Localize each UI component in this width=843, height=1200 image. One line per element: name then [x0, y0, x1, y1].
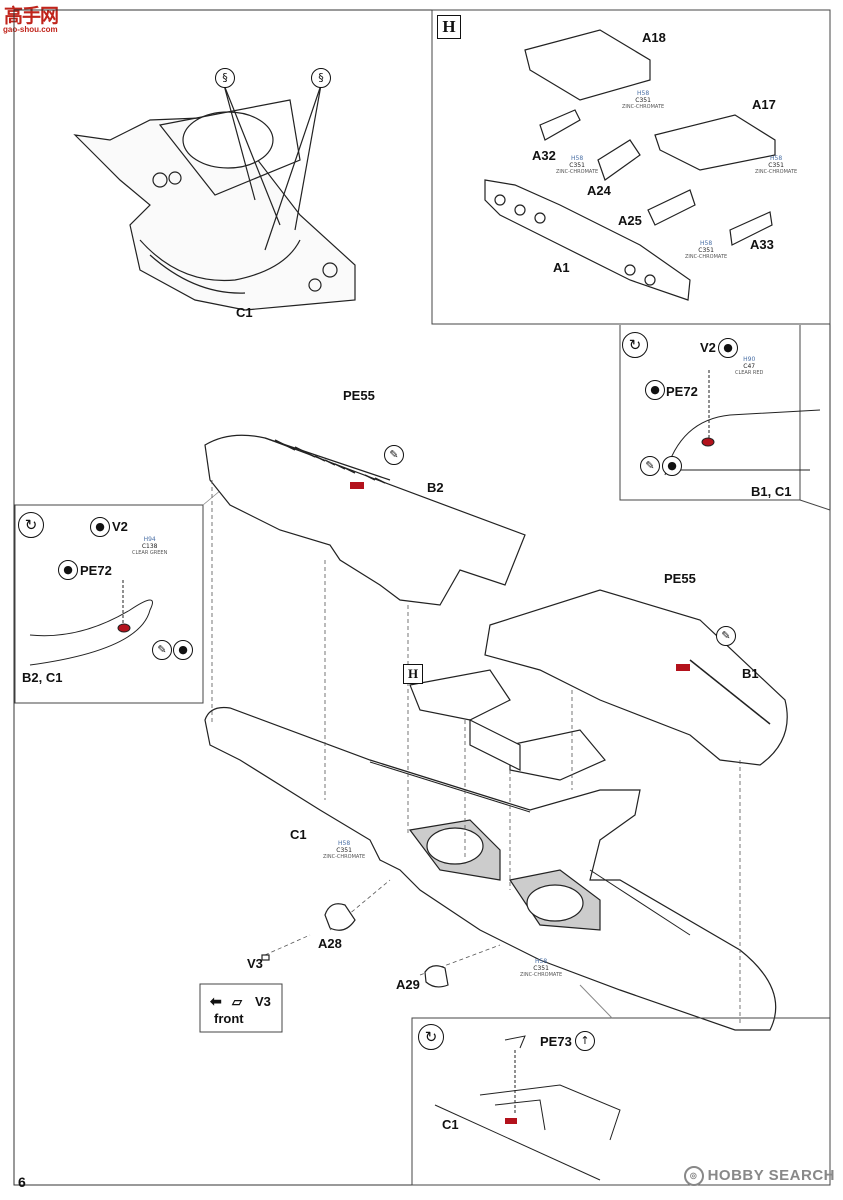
canopy-left-detail: [29, 580, 153, 666]
label-c1-top: C1: [236, 305, 253, 320]
label-b1c1: B1, C1: [751, 484, 792, 499]
glue-icon: ●: [645, 380, 665, 400]
logo-url: gao-shou.com: [3, 25, 58, 34]
label-a24: A24: [587, 183, 611, 198]
label-v3: V3: [247, 956, 263, 971]
pe73-detail: [434, 984, 621, 1181]
glue-icon: ●: [173, 640, 193, 660]
parts-a28-a29: [261, 903, 449, 988]
label-b2c1: B2, C1: [22, 670, 63, 685]
paint-note-zinc: H58 C351 ZINC-CHROMATE: [755, 155, 798, 175]
label-a17: A17: [752, 97, 776, 112]
page-number: 6: [18, 1174, 26, 1190]
label-a33: A33: [750, 237, 774, 252]
section-h-marker: H: [437, 15, 461, 39]
repeat-both-sides-icon: ↻: [18, 512, 44, 538]
paint-icon: ✎: [152, 640, 172, 660]
paint-note-zinc: H58 C351 ZINC-CHROMATE: [323, 840, 366, 860]
wing-b1: [484, 589, 788, 766]
glue-icon: ●: [58, 560, 78, 580]
label-v2-left: V2: [112, 519, 128, 534]
label-a29: A29: [396, 977, 420, 992]
glue-icon: ●: [718, 338, 738, 358]
label-c1-inset: C1: [442, 1117, 459, 1132]
arrow-left-icon: ⬅: [210, 993, 222, 1009]
section-h-parts: [484, 29, 776, 301]
label-b2: B2: [427, 480, 444, 495]
label-a1: A1: [553, 260, 570, 275]
label-c1-main: C1: [290, 827, 307, 842]
paint-note-zinc: H58 C351 ZINC-CHROMATE: [622, 90, 665, 110]
repeat-both-sides-icon: ↻: [418, 1024, 444, 1050]
repeat-both-sides-icon: ↻: [622, 332, 648, 358]
screw-icon: §: [215, 68, 235, 88]
label-pe55-left: PE55: [343, 388, 375, 403]
paint-note-clear-green: H94 C138 CLEAR GREEN: [132, 536, 168, 556]
hobby-search-icon: ◎: [683, 1166, 704, 1186]
label-pe72-right: PE72: [666, 384, 698, 399]
legend-front: front: [214, 1011, 244, 1026]
watermark: ◎HOBBY SEARCH: [683, 1166, 835, 1186]
v3-part-icon: ▱: [232, 994, 242, 1009]
section-h-inline-marker: H: [403, 664, 423, 684]
bend-icon: ↑: [575, 1031, 595, 1051]
label-pe72-left: PE72: [80, 563, 112, 578]
label-b1: B1: [742, 666, 759, 681]
wing-c1: [204, 669, 777, 1031]
paint-note-zinc: H58 C351 ZINC-CHROMATE: [556, 155, 599, 175]
wing-b2: [204, 434, 526, 606]
cockpit-floor-drawing: [73, 84, 356, 311]
paint-icon: ✎: [640, 456, 660, 476]
label-a28: A28: [318, 936, 342, 951]
paint-note-zinc: H58 C351 ZINC-CHROMATE: [520, 958, 563, 978]
glue-icon: ●: [90, 517, 110, 537]
legend-v3: V3: [255, 994, 271, 1009]
label-v2-right: V2: [700, 340, 716, 355]
label-pe73: PE73: [540, 1034, 572, 1049]
screw-icon: §: [311, 68, 331, 88]
label-a25: A25: [618, 213, 642, 228]
paint-note-clear-red: H90 C47 CLEAR RED: [735, 356, 764, 376]
label-a32: A32: [532, 148, 556, 163]
label-a18: A18: [642, 30, 666, 45]
paint-note-zinc: H58 C351 ZINC-CHROMATE: [685, 240, 728, 260]
glue-icon: ●: [662, 456, 682, 476]
label-pe55-right: PE55: [664, 571, 696, 586]
paint-icon: ✎: [384, 445, 404, 465]
watermark-text: HOBBY SEARCH: [707, 1166, 835, 1184]
paint-icon: ✎: [716, 626, 736, 646]
